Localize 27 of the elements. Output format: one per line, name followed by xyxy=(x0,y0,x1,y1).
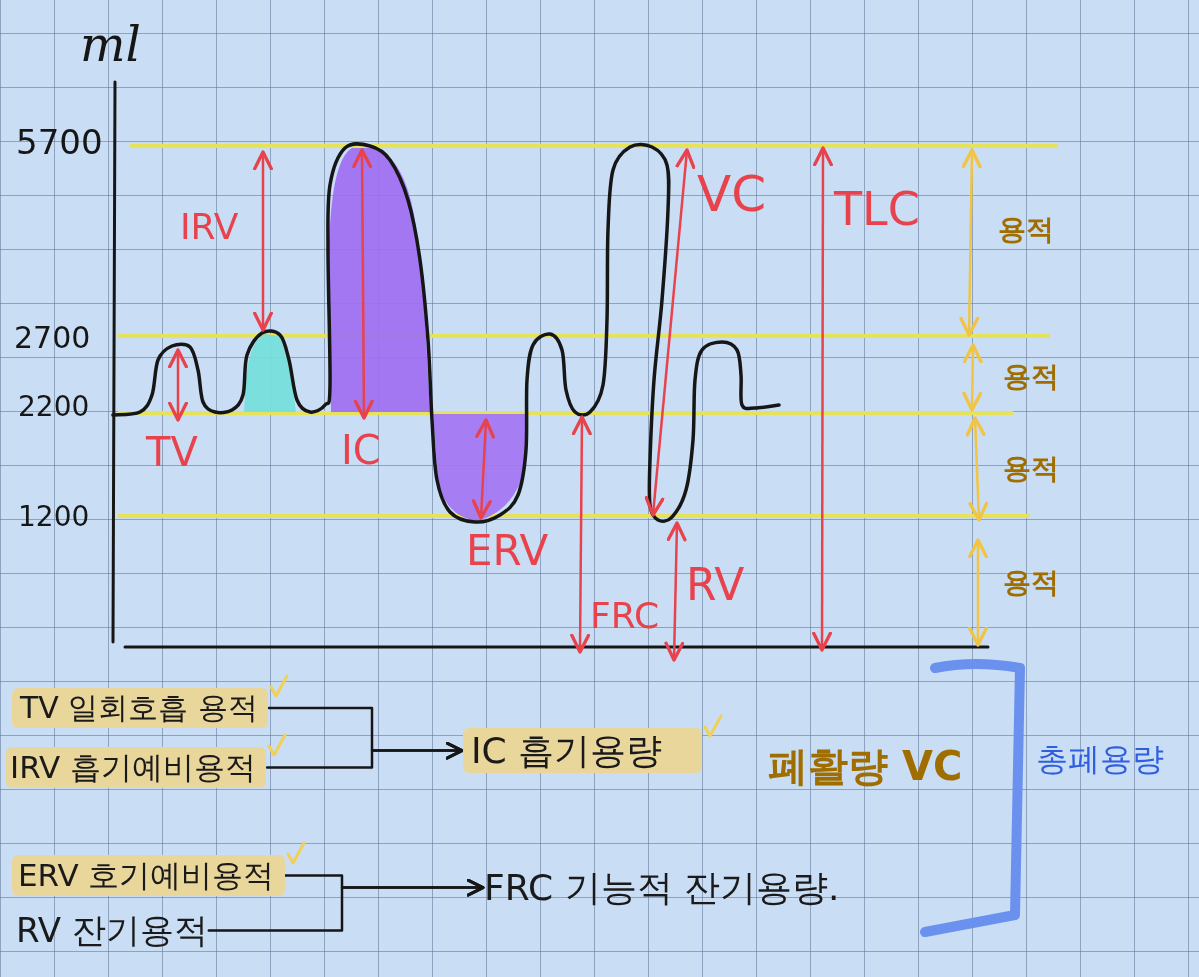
annotation-text: 폐활량 VC xyxy=(768,744,963,788)
bracket-arrow xyxy=(265,741,464,769)
measure-label: TLC xyxy=(834,184,920,235)
highlighted-term: IRV 흡기예비용적 xyxy=(6,747,267,789)
measure-label: ERV xyxy=(466,528,549,575)
highlighted-term: IC 흡기용량 xyxy=(463,728,703,774)
axis-tick-label: 2700 xyxy=(14,321,91,354)
term-text: RV 잔기용적 xyxy=(16,910,208,951)
measure-label: RV xyxy=(686,561,745,610)
axis-tick-label: 2200 xyxy=(18,392,90,423)
axis-tick-label: 5700 xyxy=(16,124,103,162)
measure-label: 용적 xyxy=(1003,362,1059,393)
measure-label: FRC xyxy=(590,596,660,636)
measure-label: 용적 xyxy=(998,215,1054,246)
measure-label: VC xyxy=(697,167,767,222)
annotation-text: 총폐용량 xyxy=(1036,742,1164,778)
measure-label: 용적 xyxy=(1003,568,1059,599)
measure-label: 용적 xyxy=(1003,454,1059,485)
term-text: FRC 기능적 잔기용량. xyxy=(484,866,840,910)
measure-label: TV xyxy=(146,430,198,474)
measure-label: IRV xyxy=(180,207,239,247)
measure-label: IC xyxy=(341,428,381,472)
axis-unit-label: ml xyxy=(80,18,141,71)
bracket-arrow xyxy=(207,878,485,932)
axis-tick-label: 1200 xyxy=(18,502,90,533)
highlighted-term: ERV 호기예비용적 xyxy=(12,855,285,897)
highlighted-term: TV 일회호흡 용적 xyxy=(12,688,268,728)
